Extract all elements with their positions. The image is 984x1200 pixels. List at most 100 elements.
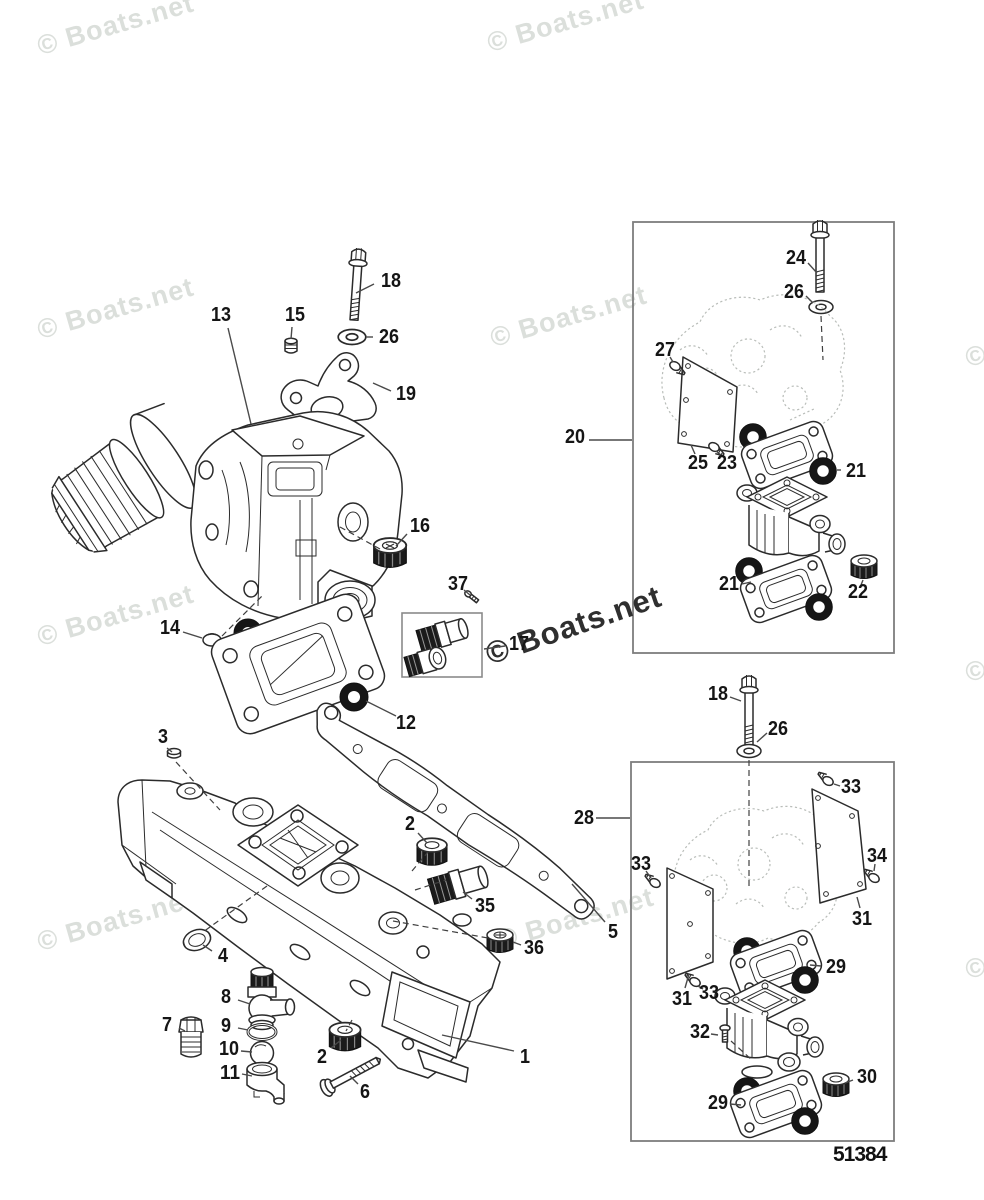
callout-leader-11: [241, 1073, 253, 1077]
watermark-dark-layer: © Boats.net: [481, 579, 666, 672]
watermark: © Boats.net: [484, 0, 647, 58]
callout-leader-34: [873, 863, 876, 872]
callout-leader-37: [463, 589, 471, 596]
callout-37: 37: [448, 573, 468, 595]
manifold-body: [117, 779, 501, 1083]
callout-22: 22: [848, 581, 868, 603]
callout-leader-33: [697, 985, 704, 990]
callout-33: 33: [841, 776, 861, 798]
gasket-5: [316, 702, 595, 920]
elbow-11: [246, 1061, 285, 1105]
callout-leader-14: [182, 631, 203, 639]
oring-9: [246, 1023, 278, 1041]
washer-26-box28: [736, 743, 762, 759]
callout-leader-2: [417, 832, 428, 844]
callout-leader-25: [690, 444, 696, 455]
screw-3: [166, 747, 182, 759]
callout-leader-29: [729, 1103, 742, 1106]
gasket-29-lower: [726, 1066, 826, 1142]
callout-25: 25: [688, 452, 708, 474]
callout-leader-5: [571, 883, 606, 923]
callout-26: 26: [379, 326, 399, 348]
callout-leader-30: [844, 1079, 854, 1084]
callout-leader-8: [237, 999, 251, 1005]
bolt-18-main: [344, 246, 369, 322]
callout-12: 12: [396, 712, 416, 734]
callout-10: 10: [219, 1038, 239, 1060]
callout-leader-10: [240, 1050, 253, 1053]
callout-36: 36: [524, 937, 544, 959]
bolt-18-box28: [739, 674, 759, 748]
callout-leader-21: [741, 581, 752, 585]
callout-17: 17: [509, 633, 529, 655]
coupler-drive: [51, 402, 218, 553]
callout-34: 34: [867, 845, 888, 867]
callout-33: 33: [699, 982, 719, 1004]
callout-leader-15: [290, 326, 293, 340]
callout-4: 4: [218, 945, 229, 967]
callout-leader-23: [715, 450, 722, 456]
callout-32: 32: [690, 1021, 710, 1043]
callout-2: 2: [405, 813, 415, 835]
callout-leader-27: [669, 356, 674, 363]
callout-29: 29: [708, 1092, 728, 1114]
callout-leader-29: [809, 964, 822, 967]
plug-36: [486, 928, 514, 954]
callout-30: 30: [857, 1066, 877, 1088]
callout-leader-22: [860, 579, 864, 586]
callout-leader-32: [710, 1033, 719, 1036]
callout-21: 21: [846, 460, 866, 482]
watermark: © Boats.net: [962, 912, 984, 985]
callout-2: 2: [317, 1046, 327, 1068]
callout-7: 7: [162, 1014, 172, 1036]
screw-33-topright: [814, 769, 837, 788]
plug-16: [372, 537, 408, 569]
callout-leader-26: [805, 295, 814, 304]
plug-2-upper: [416, 837, 448, 867]
callout-leader-2: [330, 1039, 342, 1049]
inset-box-28: [630, 761, 895, 1142]
callout-layer: 1815132619163717141232355364789101126120…: [158, 247, 888, 1114]
gasket-21-lower: [734, 551, 836, 627]
callout-31: 31: [852, 908, 872, 930]
washer-26-main: [337, 328, 367, 346]
manifold-elbow-body: [190, 410, 403, 625]
callout-27: 27: [655, 339, 675, 361]
bolt-24: [810, 219, 830, 293]
callout-6: 6: [360, 1081, 370, 1103]
callout-5: 5: [608, 921, 618, 943]
callout-leader-18: [729, 696, 742, 702]
ball-10: [249, 1040, 275, 1066]
plug-4: [182, 928, 212, 952]
callout-leader-33: [833, 783, 841, 787]
callout-18: 18: [381, 270, 401, 292]
drawing-number: 51384: [833, 1143, 888, 1166]
callout-leader-26: [756, 732, 768, 743]
watermark: © Boats.net: [34, 272, 197, 345]
callout-3: 3: [158, 726, 168, 748]
callout-1: 1: [520, 1046, 530, 1068]
callout-35: 35: [475, 895, 495, 917]
callout-leader-7: [178, 1027, 186, 1032]
line-art: [51, 219, 895, 1142]
callout-leader-19: [372, 382, 392, 392]
plate-25: [677, 356, 738, 453]
callout-9: 9: [221, 1015, 231, 1037]
watermark: © Boats.net: [962, 615, 984, 688]
callout-21: 21: [719, 573, 739, 595]
callout-14: 14: [160, 617, 181, 639]
callout-leader-35: [462, 891, 473, 900]
plug-30: [822, 1072, 850, 1098]
callout-leader-16: [395, 533, 408, 547]
plate-31-left: [666, 867, 714, 980]
inset-box-20: [632, 221, 895, 654]
fitting-35: [426, 865, 489, 905]
callout-28: 28: [574, 807, 594, 829]
callout-23: 23: [717, 452, 737, 474]
callout-29: 29: [826, 956, 846, 978]
bolt-6: [319, 1056, 382, 1097]
riser-box28-outlet: [741, 1052, 801, 1079]
watermark: © Boats.net: [481, 579, 666, 672]
